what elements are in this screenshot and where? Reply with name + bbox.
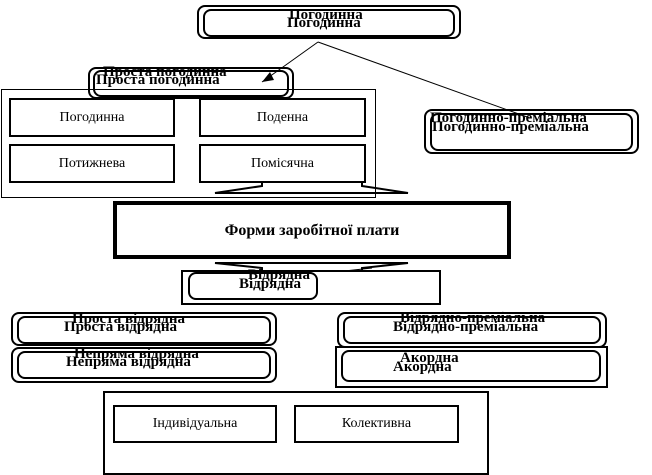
simple-piece-box-inner xyxy=(17,316,271,344)
piece-label: Відрядна xyxy=(239,276,301,292)
hourly-bonus-label: Погодинно-преміальна xyxy=(432,119,589,135)
piece-bonus-label: Відрядно-преміальна xyxy=(393,319,539,335)
hourly-subtypes-frame xyxy=(1,89,376,198)
simple-hourly-label: Проста погодинна xyxy=(96,72,220,88)
connector-hourly-to-bonus xyxy=(317,41,531,119)
indirect-piece-label: Непряма відрядна xyxy=(66,354,191,370)
simple-piece-label-echo: Проста відрядна xyxy=(72,311,186,327)
simple-hourly-label-echo: Проста погодинна xyxy=(103,64,227,80)
simple-hourly-box-inner xyxy=(93,70,289,97)
hourly-bonus-box-outer xyxy=(424,109,639,154)
arrow-to-simple-hourly xyxy=(262,72,274,82)
hourly-bonus-box-inner xyxy=(430,113,633,151)
indirect-piece-label-echo: Непряма відрядна xyxy=(74,346,199,362)
simple-piece-label: Проста відрядна xyxy=(64,319,178,335)
piece-bonus-label-echo: Відрядно-преміальна xyxy=(400,310,546,326)
indirect-piece-box-outer xyxy=(11,347,277,383)
indirect-piece-box-inner xyxy=(17,351,271,379)
node-weekly: Потижнева xyxy=(9,144,175,183)
simple-hourly-box-outer xyxy=(88,67,294,99)
lump-sum-label: Акордна xyxy=(393,359,452,375)
simple-piece-box-outer xyxy=(11,312,277,346)
lump-sum-label-echo: Акордна xyxy=(400,350,459,366)
node-collective: Колективна xyxy=(294,405,459,443)
node-piece-inner xyxy=(188,272,318,300)
hourly-label: Погодинна xyxy=(287,15,361,31)
node-monthly: Помісячна xyxy=(199,144,366,183)
piece-bonus-box-inner xyxy=(343,316,601,344)
node-individual: Індивідуальна xyxy=(113,405,277,443)
node-hourly-sub: Погодинна xyxy=(9,98,175,137)
hourly-box-outer xyxy=(197,5,461,39)
node-wage-forms: Форми заробітної плати xyxy=(113,201,511,259)
hourly-label-echo: Погодинна xyxy=(289,7,363,23)
node-daily: Поденна xyxy=(199,98,366,137)
lump-sum-box-inner xyxy=(341,350,601,382)
hourly-bonus-label-echo: Погодинно-преміальна xyxy=(430,110,587,126)
hourly-box-inner xyxy=(203,9,455,37)
piece-label-echo: Відрядна xyxy=(248,267,310,283)
